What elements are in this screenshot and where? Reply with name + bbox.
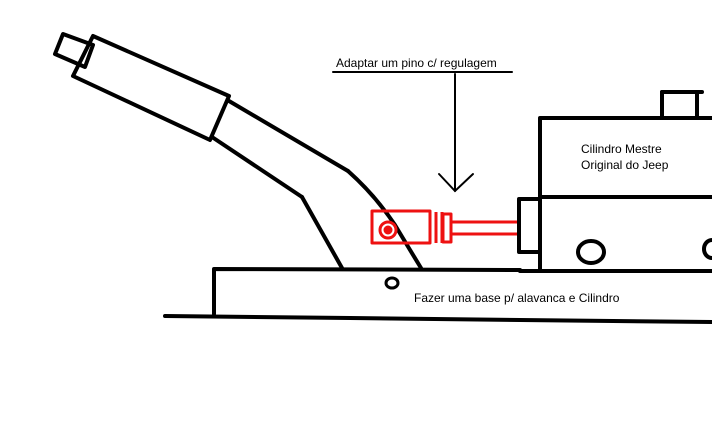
pointer-arrow	[332, 71, 513, 193]
cylinder-label-line2: Original do Jeep	[581, 158, 669, 172]
cylinder-label-line1: Cilindro Mestre	[581, 142, 662, 156]
handbrake-lever	[53, 32, 423, 270]
master-cylinder	[517, 90, 712, 273]
pin-note-label: Adaptar um pino c/ regulagem	[336, 56, 497, 70]
base-plate	[163, 267, 712, 324]
adjustable-pin	[370, 209, 518, 245]
base-note-label: Fazer uma base p/ alavanca e Cilindro	[414, 291, 620, 305]
